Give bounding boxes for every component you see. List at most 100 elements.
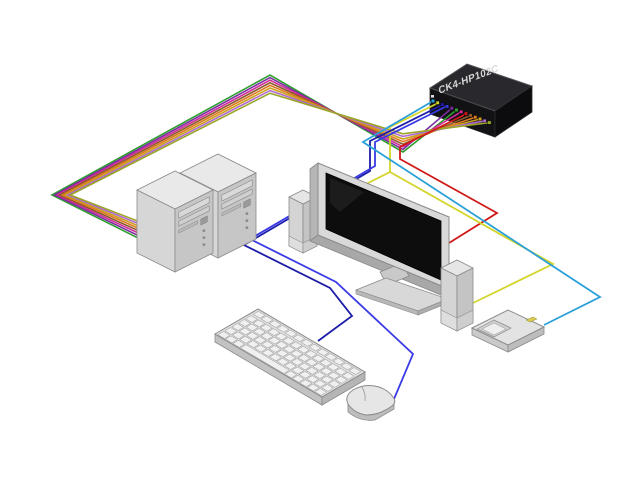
keyboard-key	[245, 315, 258, 323]
switch-port-8	[468, 113, 473, 118]
keyboard-key	[348, 367, 362, 375]
keyboard-key	[267, 336, 281, 345]
keyboard-key	[253, 336, 267, 344]
keyboard-key	[254, 344, 268, 353]
switch-port-0	[431, 99, 435, 103]
tower2-button	[245, 226, 249, 230]
card-reader-slot	[481, 322, 507, 336]
keyboard-key	[300, 339, 314, 347]
keyboard-key	[312, 363, 326, 371]
mouse-body	[346, 385, 396, 416]
tower2-drive-bay	[221, 188, 253, 210]
keyboard-key	[319, 359, 333, 367]
monitor-back-edge	[309, 162, 319, 242]
card-reader-chip	[525, 316, 538, 323]
tower1-button	[202, 229, 206, 233]
switch-port-4	[449, 106, 454, 111]
keyboard	[214, 308, 366, 406]
keyboard-key	[274, 332, 288, 341]
keyboard-key	[308, 343, 322, 352]
keyboard-key	[324, 353, 338, 361]
keyboard-key	[267, 328, 281, 336]
ribbon-strand-0	[50, 74, 457, 251]
keyboard-key	[231, 323, 245, 331]
computer-tower-1	[136, 170, 214, 273]
keyboard-key	[275, 349, 289, 358]
switch-port-5	[454, 108, 459, 112]
keyboard-key	[217, 331, 231, 339]
keyboard-key	[292, 334, 306, 342]
tower2-button	[245, 219, 249, 223]
keyboard-key	[327, 371, 341, 380]
keyboard-key	[238, 327, 252, 336]
keyboard-key	[316, 348, 330, 356]
keyboard-key	[320, 375, 334, 384]
keyboard-key	[268, 345, 282, 353]
keyboard-key	[327, 380, 341, 388]
keyboard-key	[252, 319, 266, 328]
keyboard-key	[290, 349, 304, 358]
keyboard-key	[289, 341, 303, 350]
tower2-power-button	[243, 198, 251, 209]
keyboard-key	[238, 319, 252, 327]
keyboard-key	[340, 362, 354, 371]
keyboard-key	[239, 344, 290, 374]
keyboard-key	[305, 367, 319, 375]
tower1-power-button	[200, 215, 208, 226]
card-reader	[470, 309, 546, 353]
keyboard-key	[276, 357, 290, 366]
keyboard-key	[245, 323, 259, 332]
switch-port-11	[482, 118, 487, 123]
kvm-switch-edge	[429, 87, 496, 112]
keyboard-key	[261, 349, 275, 357]
mouse-button-divider	[361, 386, 366, 402]
tower2-button	[245, 212, 249, 216]
keyboard-key	[259, 324, 273, 332]
keyboard-key	[321, 384, 334, 392]
keyboard-key	[326, 363, 340, 371]
keyboard-key	[290, 358, 304, 366]
kvm-switch-side	[494, 85, 533, 138]
keyboard-key	[282, 337, 296, 345]
keyboard-key	[297, 345, 310, 354]
keyboard-key	[305, 358, 318, 367]
keyboard-key	[269, 353, 282, 362]
keyboard-key	[282, 345, 296, 354]
switch-port-12	[487, 120, 492, 125]
right-speaker	[440, 259, 474, 332]
keyboard-key	[239, 336, 253, 344]
keyboard-key	[268, 320, 282, 328]
keyboard-key	[232, 340, 246, 348]
keyboard-key	[314, 388, 328, 396]
switch-port-9	[473, 115, 478, 120]
keyboard-key	[297, 354, 311, 362]
tower1-button	[202, 243, 206, 247]
tower1-drive-bay	[178, 205, 210, 227]
tower1-button	[202, 236, 206, 240]
keyboard-key	[291, 375, 305, 383]
keyboard-key	[284, 329, 298, 338]
keyboard-key	[334, 367, 348, 376]
mouse	[346, 385, 396, 421]
keyboard-key	[306, 383, 320, 392]
keyboard-keys	[217, 311, 362, 396]
monitor-screen-glare	[330, 178, 364, 212]
switch-port-3	[445, 104, 449, 109]
keyboard-key	[319, 367, 333, 375]
keyboard-key	[284, 370, 298, 379]
card-reader-cable	[361, 100, 602, 326]
keyboard-key	[246, 332, 260, 340]
switch-port-6	[459, 109, 464, 114]
keyboard-key	[298, 362, 312, 371]
keyboard-key	[332, 357, 346, 366]
switch-port-1	[435, 100, 440, 105]
keyboard-key	[313, 371, 326, 379]
keyboard-key	[313, 379, 327, 388]
monitor	[309, 162, 450, 316]
tower1-drive-bay	[178, 196, 210, 219]
keyboard-key	[260, 332, 274, 340]
keyboard-key	[283, 362, 297, 370]
keyboard-key	[246, 340, 260, 348]
